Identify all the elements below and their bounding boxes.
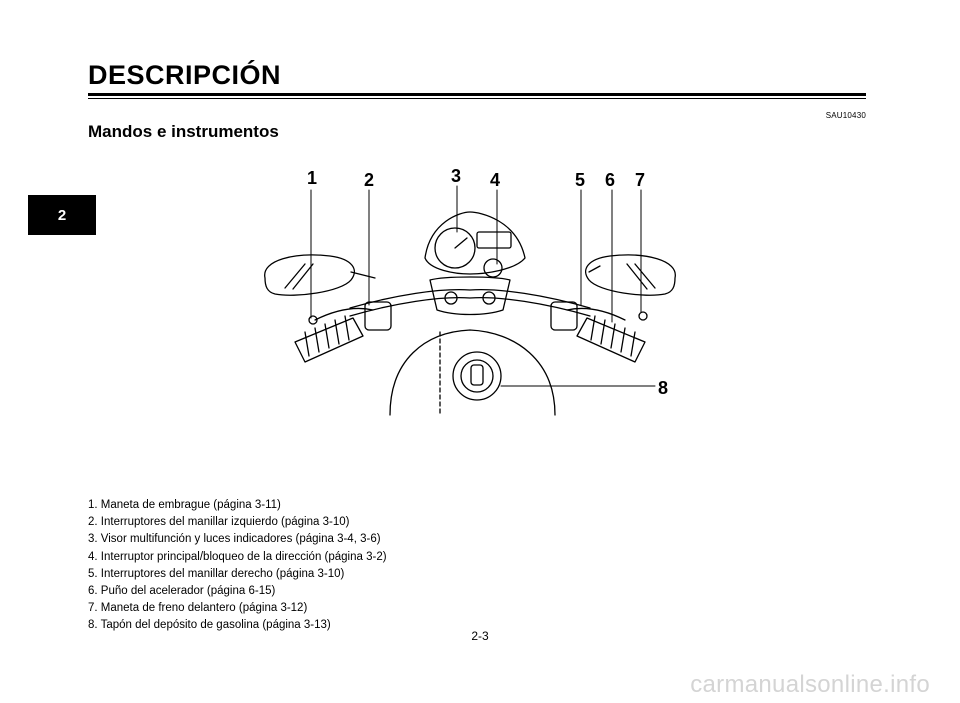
section-title: Mandos e instrumentos xyxy=(88,122,279,141)
legend-item: 8. Tapón del depósito de gasolina (págin… xyxy=(88,619,331,632)
callout-3: 3 xyxy=(451,166,461,186)
left-mirror xyxy=(264,254,376,296)
callout-1: 1 xyxy=(307,168,317,188)
right-switch-housing xyxy=(550,301,578,331)
legend-item: 4. Interruptor principal/bloqueo de la d… xyxy=(88,550,387,563)
legend-item: 2. Interruptores del manillar izquierdo … xyxy=(88,516,350,529)
legend-item: 5. Interruptores del manillar derecho (p… xyxy=(88,567,345,580)
right-grip xyxy=(576,315,646,363)
instrument-cluster xyxy=(424,211,526,278)
right-mirror xyxy=(585,254,676,296)
callout-5: 5 xyxy=(575,170,585,190)
leader-lines xyxy=(310,185,656,387)
legend-list: 1. Maneta de embrague (página 3-11) 2. I… xyxy=(88,497,387,635)
page-number: 2-3 xyxy=(471,629,489,643)
fuel-cap xyxy=(452,351,502,401)
section-code: SAU10430 xyxy=(825,111,866,120)
callout-6: 6 xyxy=(605,170,615,190)
callout-7: 7 xyxy=(635,170,645,190)
fuel-tank xyxy=(389,329,556,416)
handlebar xyxy=(349,289,591,317)
header-rule-thin xyxy=(88,98,866,99)
chapter-tab: 2 xyxy=(28,195,96,235)
brake-lever xyxy=(566,307,648,321)
callout-4: 4 xyxy=(490,170,500,190)
header-rule-thick xyxy=(88,93,866,96)
clutch-lever xyxy=(308,307,374,325)
legend-item: 3. Visor multifunción y luces indicadore… xyxy=(88,533,381,546)
handlebar-illustration: 1 2 3 4 5 6 7 8 xyxy=(264,166,676,416)
triple-clamp xyxy=(429,276,511,316)
chapter-title: DESCRIPCIÓN xyxy=(88,60,282,90)
left-grip xyxy=(294,315,364,363)
watermark: carmanualsonline.info xyxy=(690,671,930,698)
callout-8: 8 xyxy=(658,378,668,398)
callout-2: 2 xyxy=(364,170,374,190)
legend-item: 7. Maneta de freno delantero (página 3-1… xyxy=(88,602,308,615)
left-switch-housing xyxy=(364,301,392,331)
legend-item: 6. Puño del acelerador (página 6-15) xyxy=(88,585,276,598)
legend-item: 1. Maneta de embrague (página 3-11) xyxy=(88,499,281,511)
